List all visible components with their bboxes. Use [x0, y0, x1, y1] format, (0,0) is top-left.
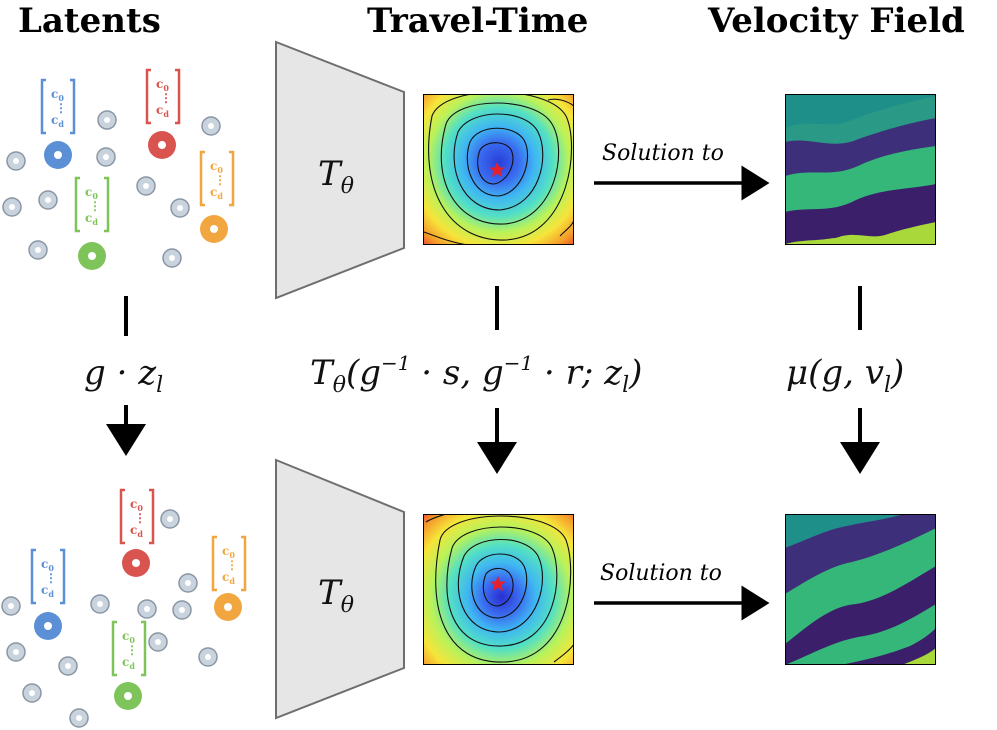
- svg-text:Tθ: Tθ: [318, 154, 354, 199]
- svg-text:cd: cd: [85, 211, 98, 227]
- network-bottom: Tθ: [275, 458, 405, 720]
- latent-vector-orange: c0 ⋮ cd: [211, 535, 247, 621]
- svg-text:g · zl: g · zl: [84, 353, 163, 398]
- network-top: Tθ: [275, 40, 405, 300]
- svg-text:Solution to: Solution to: [600, 561, 722, 586]
- transform-velocity: μ(g, vl): [786, 286, 904, 474]
- svg-text:c0: c0: [122, 629, 135, 645]
- travel-time-map-bottom: [423, 514, 574, 665]
- solution-arrow-bottom: Solution to: [594, 561, 770, 621]
- svg-text:Tθ(g−1 · s, g−1 · r; zl): Tθ(g−1 · s, g−1 · r; zl): [310, 351, 642, 398]
- svg-text:c0: c0: [222, 544, 235, 560]
- svg-text:c0: c0: [41, 557, 54, 573]
- svg-text:⋮: ⋮: [160, 91, 172, 105]
- svg-text:⋮: ⋮: [126, 643, 138, 657]
- svg-text:⋮: ⋮: [45, 571, 57, 585]
- svg-text:cd: cd: [156, 103, 169, 119]
- latent-vector-green: c0 ⋮ cd: [111, 620, 147, 710]
- svg-text:cd: cd: [41, 583, 54, 599]
- star-marker-icon: [489, 162, 505, 177]
- latent-vector-orange: c0 ⋮ cd: [199, 150, 235, 243]
- svg-text:c0: c0: [130, 497, 143, 513]
- latent-vector-blue: c0 ⋮ cd: [30, 548, 66, 640]
- svg-text:cd: cd: [122, 655, 135, 671]
- latent-vector-red: c0 ⋮ cd: [119, 488, 155, 577]
- svg-text:c0: c0: [210, 159, 223, 175]
- svg-text:c0: c0: [156, 77, 169, 93]
- latent-cluster-bottom: c0 ⋮ cd c0 ⋮ cd c0 ⋮ cd c0 ⋮ cd: [1, 488, 247, 728]
- svg-text:⋮: ⋮: [226, 558, 238, 572]
- latent-vector-blue: c0 ⋮ cd: [40, 78, 76, 169]
- travel-time-map-top: [423, 94, 574, 245]
- velocity-field-top: [785, 94, 936, 245]
- svg-text:c0: c0: [85, 185, 98, 201]
- transform-travel-time: Tθ(g−1 · s, g−1 · r; zl): [310, 286, 642, 474]
- svg-text:Tθ: Tθ: [318, 573, 354, 618]
- header-velocity-field: Velocity Field: [707, 1, 965, 41]
- solution-arrow-top: Solution to: [594, 141, 770, 201]
- svg-text:⋮: ⋮: [134, 511, 146, 525]
- svg-text:⋮: ⋮: [55, 101, 67, 115]
- header-travel-time: Travel-Time: [367, 1, 588, 41]
- svg-text:cd: cd: [130, 523, 143, 539]
- latent-cluster-top: c0 ⋮ cd c0 ⋮ cd c0 ⋮ cd c0 ⋮ cd: [2, 68, 235, 270]
- latent-node-icon: [2, 110, 221, 268]
- svg-text:μ(g, vl): μ(g, vl): [786, 353, 904, 398]
- svg-text:cd: cd: [51, 113, 64, 129]
- svg-text:cd: cd: [210, 185, 223, 201]
- svg-text:c0: c0: [51, 87, 64, 103]
- svg-text:cd: cd: [222, 570, 235, 586]
- svg-text:⋮: ⋮: [214, 173, 226, 187]
- velocity-field-bottom: [785, 514, 936, 665]
- svg-text:⋮: ⋮: [89, 199, 101, 213]
- svg-text:Solution to: Solution to: [602, 141, 724, 166]
- star-marker-icon: [490, 576, 506, 591]
- latent-vector-green: c0 ⋮ cd: [74, 176, 110, 270]
- latent-vector-red: c0 ⋮ cd: [145, 68, 181, 159]
- header-latents: Latents: [18, 1, 161, 41]
- transform-latent: g · zl: [84, 296, 163, 456]
